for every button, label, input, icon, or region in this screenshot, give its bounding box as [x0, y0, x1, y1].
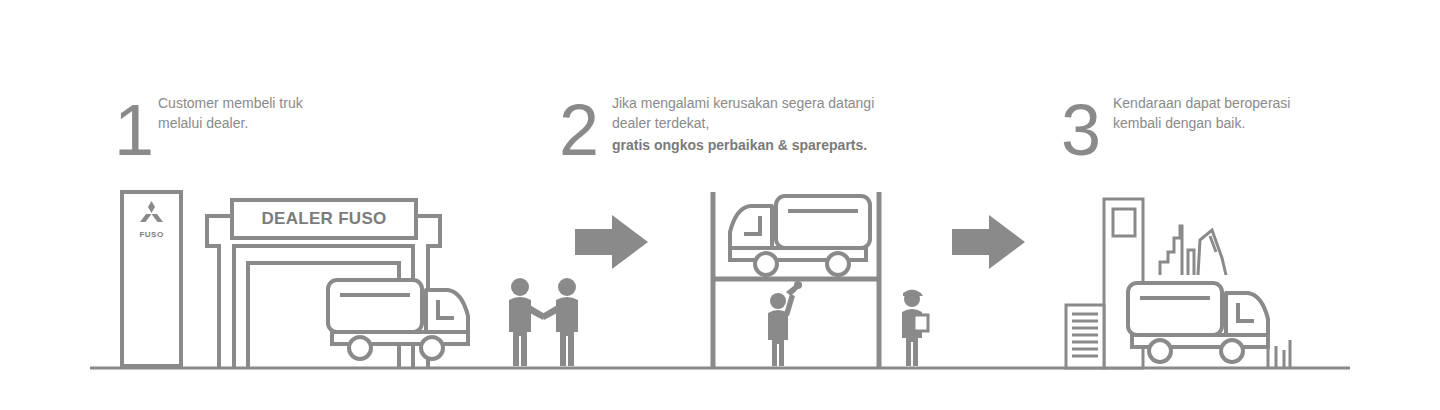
city-buildings — [1072, 327, 1098, 330]
step-number: 1 — [114, 94, 154, 166]
inspector — [903, 290, 923, 297]
node-text: DEALER FUSO — [261, 209, 386, 229]
step-highlight: gratis ongkos perbaikan & spareparts. — [612, 135, 952, 155]
step-number: 3 — [1061, 94, 1101, 166]
step-description: Kendaraan dapat beroperasi kembali denga… — [1113, 93, 1328, 133]
city-buildings — [1072, 334, 1098, 337]
fuso-logo — [152, 214, 164, 222]
mechanic — [784, 294, 795, 316]
handshake-people — [511, 278, 529, 296]
city-buildings — [1072, 355, 1098, 358]
step-number: 2 — [559, 94, 599, 166]
logo-pillar: FUSO — [120, 190, 183, 368]
fuso-logo — [139, 213, 152, 221]
mechanic — [768, 310, 788, 366]
city-buildings — [1072, 348, 1098, 351]
fuso-logo — [148, 201, 155, 213]
city-skyline — [1210, 236, 1216, 252]
step-description: Customer membeli truk melalui dealer. — [158, 93, 333, 133]
node-text: FUSO — [139, 230, 163, 239]
handshake-people — [558, 278, 576, 296]
fuso-logo — [139, 201, 164, 222]
city-buildings — [1072, 320, 1098, 323]
inspector — [902, 290, 928, 367]
city-buildings — [1072, 313, 1098, 316]
vehicle-lift — [713, 192, 879, 368]
city-buildings — [1066, 305, 1104, 368]
mechanic — [768, 281, 802, 366]
city-skyline — [1268, 340, 1290, 368]
mechanic — [770, 293, 786, 309]
handshake-people — [526, 304, 545, 320]
city-buildings — [1072, 341, 1098, 344]
truck — [730, 196, 870, 275]
ground-line — [90, 367, 1350, 370]
dealer-sign: DEALER FUSO — [230, 198, 418, 240]
inspector — [914, 315, 928, 331]
flow-arrow — [952, 215, 1025, 269]
city-skyline — [1160, 226, 1182, 275]
flow-arrow — [575, 215, 648, 269]
step-description: Jika mengalami kerusakan segera datangi … — [612, 93, 882, 133]
vehicle-lift — [713, 277, 879, 282]
truck — [328, 280, 468, 359]
mechanic — [794, 281, 802, 289]
truck — [1128, 283, 1268, 362]
city-skyline — [1188, 250, 1194, 275]
city-buildings — [1113, 209, 1135, 236]
fuso-logo — [140, 214, 152, 222]
handshake-people — [542, 304, 561, 320]
handshake-people — [509, 278, 578, 366]
city-skyline — [1198, 230, 1226, 275]
